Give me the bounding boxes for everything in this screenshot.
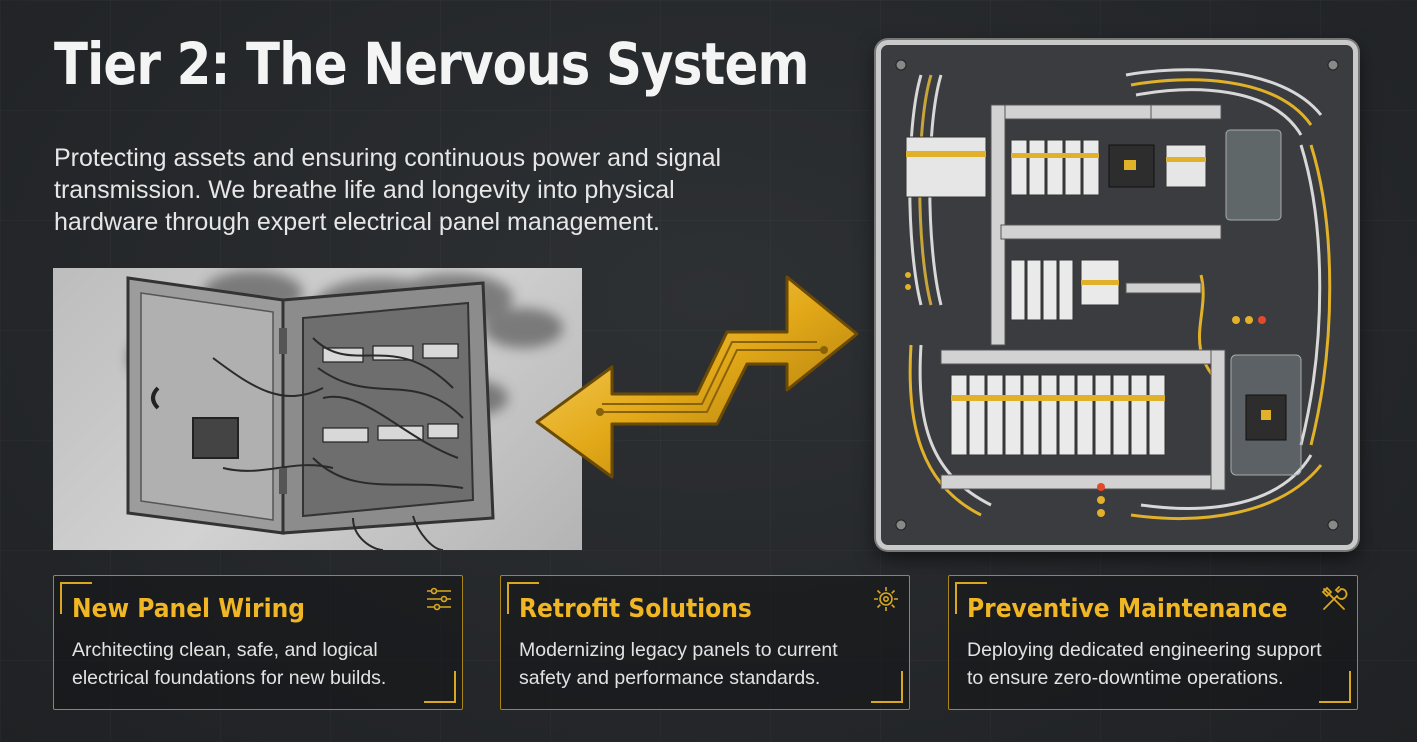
service-card-preventive-maintenance[interactable]: Preventive Maintenance Deploying dedicat… <box>948 575 1358 710</box>
card-description-line: safety and performance standards. <box>519 667 821 689</box>
card-description-line: Modernizing legacy panels to current <box>519 639 838 661</box>
card-description: Modernizing legacy panels to current saf… <box>519 636 889 692</box>
modern-panel-illustration <box>876 40 1358 550</box>
service-card-retrofit-solutions[interactable]: Retrofit Solutions Modernizing legacy pa… <box>500 575 910 710</box>
sliders-icon <box>427 587 451 611</box>
card-description-line: Deploying dedicated engineering support <box>967 639 1322 661</box>
gear-icon <box>874 587 898 611</box>
intro-description: Protecting assets and ensuring continuou… <box>54 142 774 238</box>
card-title: Preventive Maintenance <box>967 594 1288 624</box>
card-title: New Panel Wiring <box>72 594 306 624</box>
card-description: Deploying dedicated engineering support … <box>967 636 1337 692</box>
description-line: hardware through expert electrical panel… <box>54 208 660 236</box>
description-line: Protecting assets and ensuring continuou… <box>54 144 722 172</box>
service-card-new-panel-wiring[interactable]: New Panel Wiring Architecting clean, saf… <box>53 575 463 710</box>
description-line: transmission. We breathe life and longev… <box>54 176 675 204</box>
card-description-line: electrical foundations for new builds. <box>72 667 387 689</box>
damaged-panel-illustration <box>53 268 582 550</box>
card-description: Architecting clean, safe, and logical el… <box>72 636 442 692</box>
page-title: Tier 2: The Nervous System <box>54 30 809 98</box>
card-description-line: to ensure zero-downtime operations. <box>967 667 1284 689</box>
transformation-arrow-icon <box>535 275 859 479</box>
tools-icon <box>1321 586 1348 610</box>
card-title: Retrofit Solutions <box>519 594 752 624</box>
card-description-line: Architecting clean, safe, and logical <box>72 639 378 661</box>
